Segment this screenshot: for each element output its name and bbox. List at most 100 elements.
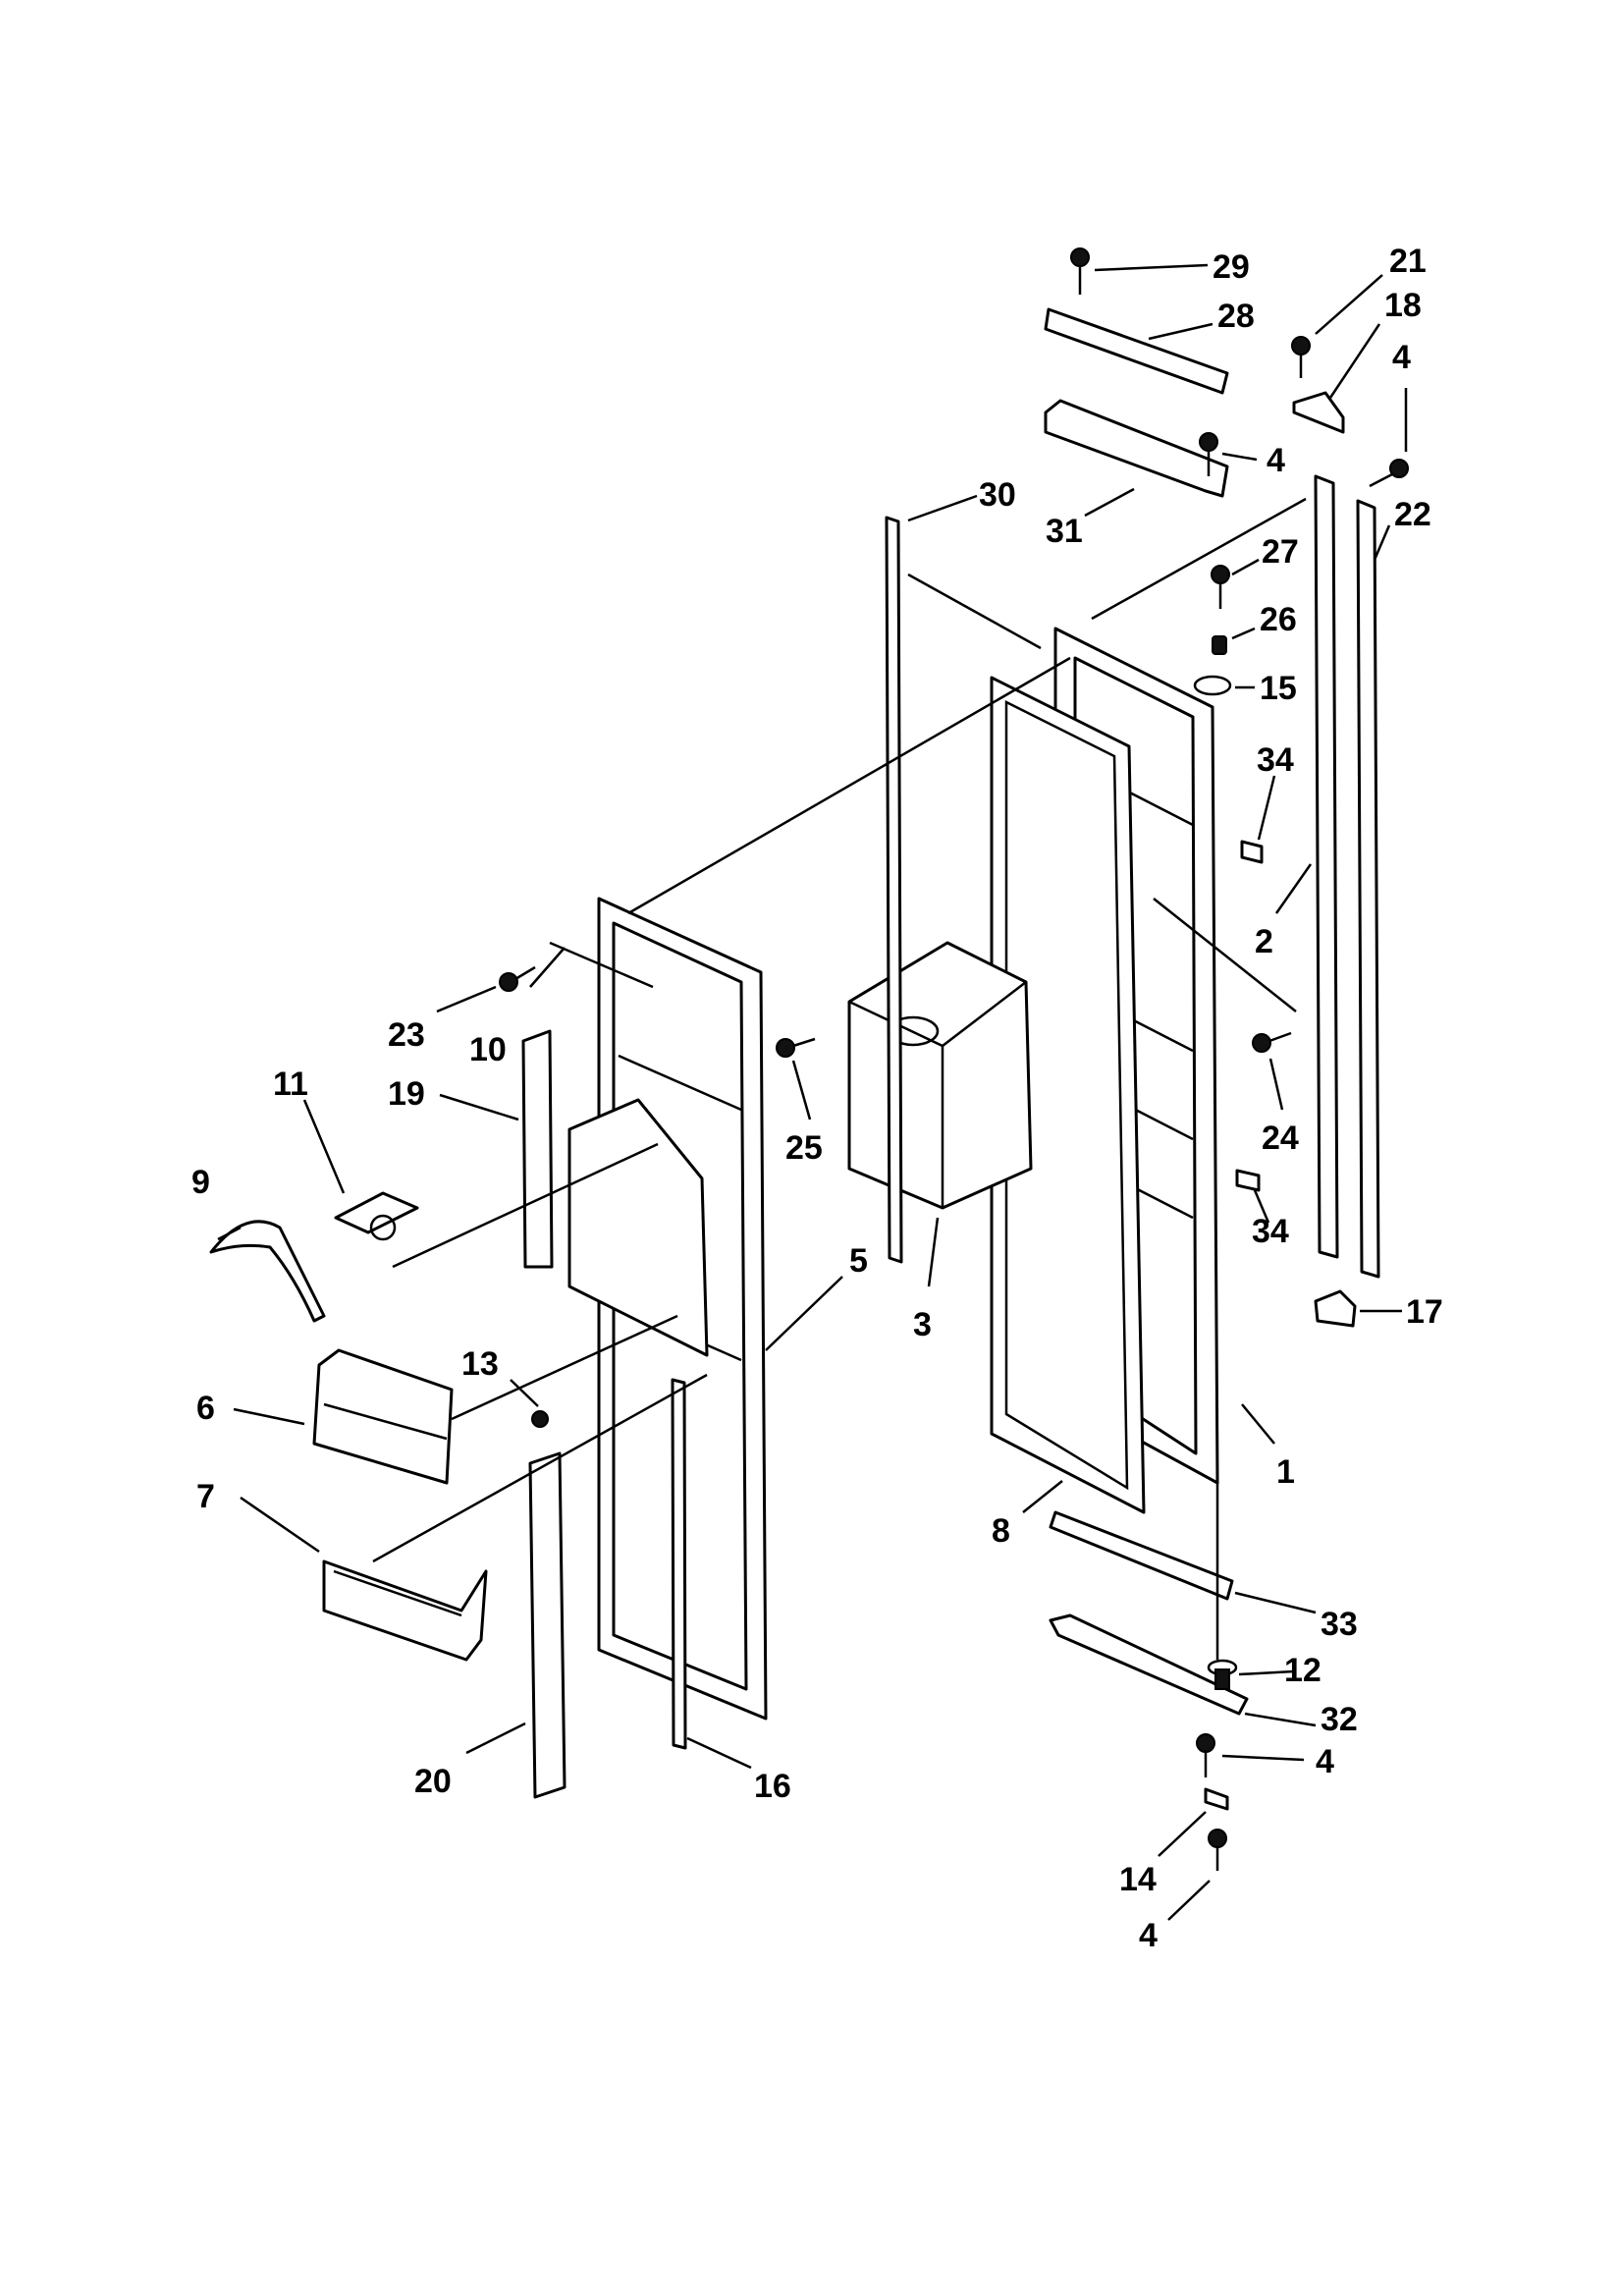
- svg-text:18: 18: [1384, 287, 1422, 324]
- callout-7: 7: [196, 1478, 320, 1554]
- callout-12: 12: [1238, 1652, 1321, 1689]
- svg-text:2: 2: [1255, 923, 1273, 960]
- callout-1: 1: [1241, 1403, 1295, 1491]
- svg-text:19: 19: [388, 1075, 425, 1113]
- callout-24: 24: [1262, 1058, 1299, 1157]
- svg-text:10: 10: [469, 1031, 507, 1068]
- svg-text:11: 11: [273, 1066, 308, 1103]
- svg-text:27: 27: [1262, 533, 1299, 571]
- svg-text:17: 17: [1406, 1293, 1443, 1331]
- part-strip-16: [671, 1378, 687, 1750]
- part-rod-10: [549, 941, 654, 989]
- callout-15: 15: [1235, 670, 1297, 707]
- bracket-34-b: [1235, 1169, 1261, 1192]
- part-bottom-hinge-33: [1049, 1510, 1234, 1601]
- callout-21: 21: [1315, 243, 1427, 335]
- svg-text:9: 9: [191, 1164, 210, 1201]
- svg-text:28: 28: [1217, 298, 1255, 335]
- svg-text:34: 34: [1257, 741, 1294, 779]
- svg-text:31: 31: [1046, 513, 1083, 550]
- svg-text:30: 30: [979, 476, 1016, 514]
- bushing-12: [1207, 1659, 1238, 1690]
- svg-text:16: 16: [754, 1768, 791, 1805]
- part-bin-7: [322, 1559, 488, 1662]
- svg-text:7: 7: [196, 1478, 215, 1515]
- svg-text:23: 23: [388, 1016, 425, 1054]
- part-bottom-hinge-32: [1049, 1613, 1249, 1716]
- svg-text:5: 5: [849, 1242, 868, 1280]
- callout-5: 5: [765, 1242, 868, 1351]
- svg-text:20: 20: [414, 1763, 452, 1800]
- screw-4-top-b: [1369, 459, 1409, 488]
- svg-text:29: 29: [1213, 248, 1250, 286]
- callout-34-b: 34: [1252, 1189, 1289, 1250]
- callout-13: 13: [461, 1345, 539, 1407]
- svg-text:34: 34: [1252, 1213, 1289, 1250]
- part-liner-chute: [567, 1098, 709, 1357]
- part-cap-11: [334, 1191, 419, 1241]
- callout-30: 30: [907, 476, 1016, 522]
- svg-text:15: 15: [1260, 670, 1297, 707]
- callout-11: 11: [273, 1066, 346, 1194]
- callout-2: 2: [1255, 863, 1313, 960]
- callout-10: 10: [469, 947, 566, 1068]
- part-panel-20: [528, 1451, 566, 1799]
- clip-18: [1292, 391, 1345, 434]
- part-trim-9: [209, 1220, 326, 1323]
- screw-4-bottom-b: [1208, 1829, 1227, 1871]
- svg-text:4: 4: [1267, 442, 1285, 479]
- screw-23: [499, 965, 536, 992]
- svg-text:3: 3: [913, 1306, 932, 1343]
- bushing-26: [1212, 635, 1227, 655]
- callout-4-b: 4: [1392, 339, 1411, 452]
- screw-24: [1252, 1031, 1292, 1053]
- callout-22: 22: [1373, 496, 1431, 561]
- callout-14: 14: [1119, 1811, 1207, 1898]
- svg-text:26: 26: [1260, 601, 1297, 638]
- svg-text:25: 25: [785, 1129, 823, 1167]
- svg-text:6: 6: [196, 1390, 215, 1427]
- callout-26: 26: [1231, 601, 1297, 640]
- callout-25: 25: [785, 1060, 823, 1167]
- callout-18: 18: [1328, 287, 1422, 399]
- callout-6: 6: [196, 1390, 305, 1427]
- svg-text:4: 4: [1316, 1743, 1334, 1780]
- svg-text:21: 21: [1389, 243, 1427, 280]
- callout-3: 3: [913, 1217, 940, 1343]
- part-trim-strip-2: [1314, 474, 1339, 1259]
- svg-text:14: 14: [1119, 1861, 1157, 1898]
- callout-31: 31: [1046, 487, 1135, 550]
- svg-text:13: 13: [461, 1345, 499, 1383]
- svg-text:8: 8: [992, 1512, 1010, 1550]
- svg-text:4: 4: [1392, 339, 1411, 376]
- callout-4-a: 4: [1221, 442, 1285, 479]
- callout-27: 27: [1231, 533, 1299, 576]
- callout-8: 8: [992, 1480, 1063, 1550]
- screw-13: [531, 1410, 549, 1428]
- screw-4-bottom-a: [1196, 1733, 1215, 1777]
- callout-32: 32: [1244, 1701, 1358, 1738]
- svg-text:24: 24: [1262, 1120, 1299, 1157]
- callout-17: 17: [1360, 1293, 1443, 1331]
- callout-34-a: 34: [1257, 741, 1294, 841]
- callout-20: 20: [414, 1722, 526, 1800]
- cap-17: [1314, 1289, 1357, 1328]
- part-panel-19: [521, 1029, 554, 1269]
- screw-4-top-a: [1199, 432, 1218, 476]
- bracket-34-a: [1240, 840, 1264, 864]
- part-dispenser-housing: [847, 941, 1033, 1210]
- screw-29: [1070, 247, 1090, 295]
- svg-text:1: 1: [1276, 1453, 1295, 1491]
- part-strip-30: [885, 516, 903, 1264]
- callout-23: 23: [388, 985, 497, 1054]
- callout-4-c: 4: [1221, 1743, 1334, 1780]
- svg-text:12: 12: [1284, 1652, 1321, 1689]
- callout-9: 9: [191, 1164, 242, 1241]
- callout-4-d: 4: [1139, 1880, 1211, 1954]
- svg-text:22: 22: [1394, 496, 1431, 533]
- svg-text:4: 4: [1139, 1917, 1158, 1954]
- callout-29: 29: [1094, 248, 1250, 286]
- screw-27: [1211, 565, 1230, 609]
- bearing-15: [1193, 675, 1232, 696]
